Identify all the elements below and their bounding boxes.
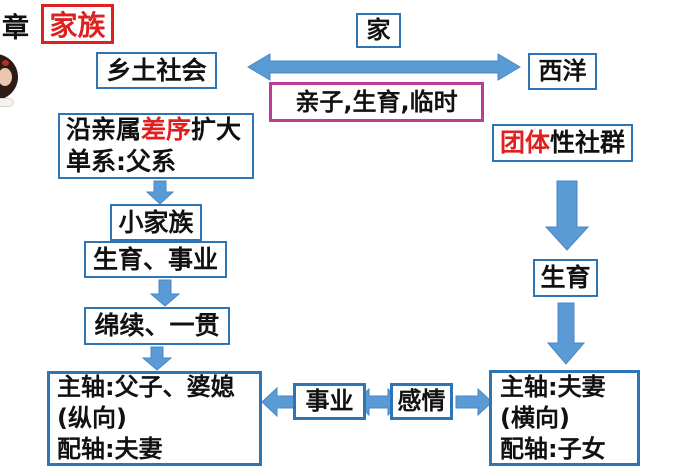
kinship-line1: 沿亲属差序扩大 [66, 115, 242, 144]
node-main-axis-left: 主轴:父子、婆媳 (纵向) 配轴:夫妻 [47, 371, 262, 466]
presenter-avatar [0, 54, 18, 100]
arrow-village-west-double [247, 53, 521, 81]
arrow-fertility-down [149, 279, 181, 307]
node-rural-society: 乡土社会 [96, 52, 217, 89]
node-emotion: 感情 [390, 383, 453, 420]
node-fertility-career: 生育、事业 [84, 241, 227, 278]
presenter-hairpin [2, 60, 9, 66]
chapter-title-box: 家族 [41, 4, 114, 44]
node-kinship-expansion: 沿亲属差序扩大 单系:父系 [58, 113, 254, 179]
arrow-continuity-down [141, 346, 173, 371]
chapter-title-label: 家族 [49, 9, 106, 42]
node-west: 西洋 [528, 53, 597, 90]
arrow-birth-down [546, 302, 586, 365]
node-parent-child-temporary: 亲子,生育,临时 [269, 82, 484, 122]
node-home: 家 [356, 13, 401, 48]
node-main-axis-right: 主轴:夫妻 (横向) 配轴:子女 [489, 370, 640, 466]
kinship-line2: 单系:父系 [66, 147, 176, 176]
arrow-emotion-right [455, 387, 493, 417]
node-small-family: 小家族 [110, 204, 202, 241]
node-continuity-consistency: 绵续、一贯 [84, 307, 230, 345]
arrow-career-left [261, 386, 295, 418]
chapter-suffix-text: 章 [2, 13, 29, 44]
kinship-red-term: 差序 [141, 115, 192, 144]
node-group-community: 团体性社群 [492, 124, 633, 162]
group-red-term: 团体 [499, 128, 550, 158]
node-birth: 生育 [533, 259, 598, 297]
presenter-avatar-badge [0, 98, 14, 107]
presenter-face [0, 68, 12, 86]
arrow-kinship-down [145, 180, 175, 205]
node-career: 事业 [293, 383, 366, 420]
arrow-group-down [544, 180, 590, 251]
